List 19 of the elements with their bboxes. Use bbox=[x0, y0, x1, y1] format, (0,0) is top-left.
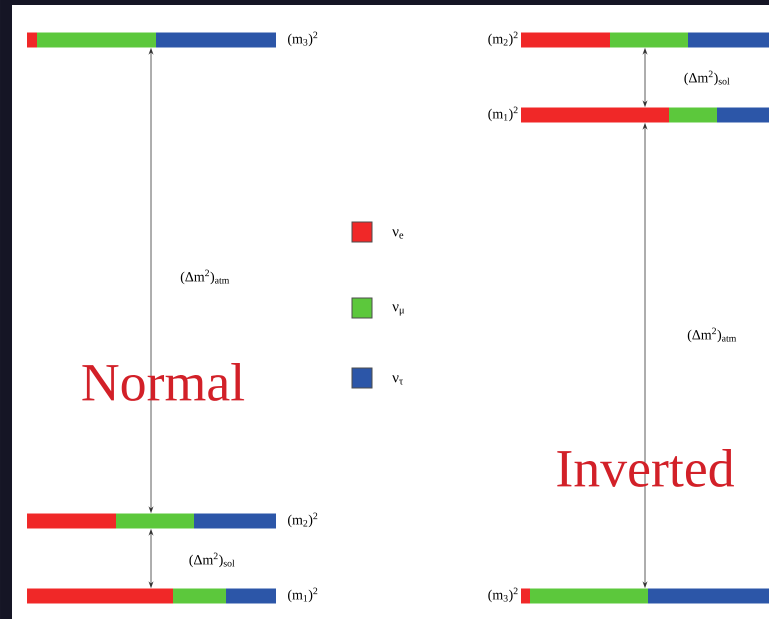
edge-label: (Δm$^{2}$)$_{atm}$ bbox=[180, 270, 230, 284]
level-bar bbox=[27, 513, 276, 528]
legend-text: ν$_{e}$ bbox=[392, 229, 404, 239]
edge-label: (Δm$^{2}$)$_{atm}$ bbox=[688, 328, 736, 342]
level-bar bbox=[27, 32, 276, 48]
legend-text: ν$_{μ}$ bbox=[392, 304, 404, 316]
mass-label: (m$_{2}$)$^{2}$ bbox=[288, 512, 318, 528]
legend-text: ν$_{τ}$ bbox=[392, 375, 403, 385]
mass-label: (m$_{1}$)$^{2}$ bbox=[488, 106, 518, 122]
mass-label: (m$_{3}$)$^{2}$ bbox=[288, 32, 318, 46]
level-bar bbox=[521, 588, 769, 604]
level-bar bbox=[521, 32, 769, 48]
mass-label: (m$_{2}$)$^{2}$ bbox=[488, 32, 518, 46]
edge-label: (Δm$^{2}$)$_{sol}$ bbox=[684, 70, 730, 86]
mass-label: (m$_{1}$)$^{2}$ bbox=[288, 588, 318, 602]
level-bar bbox=[521, 107, 769, 122]
mass-label: (m$_{3}$)$^{2}$ bbox=[488, 588, 518, 602]
edge-label: (Δm$^{2}$)$_{sol}$ bbox=[189, 552, 234, 568]
level-bar bbox=[27, 588, 276, 604]
